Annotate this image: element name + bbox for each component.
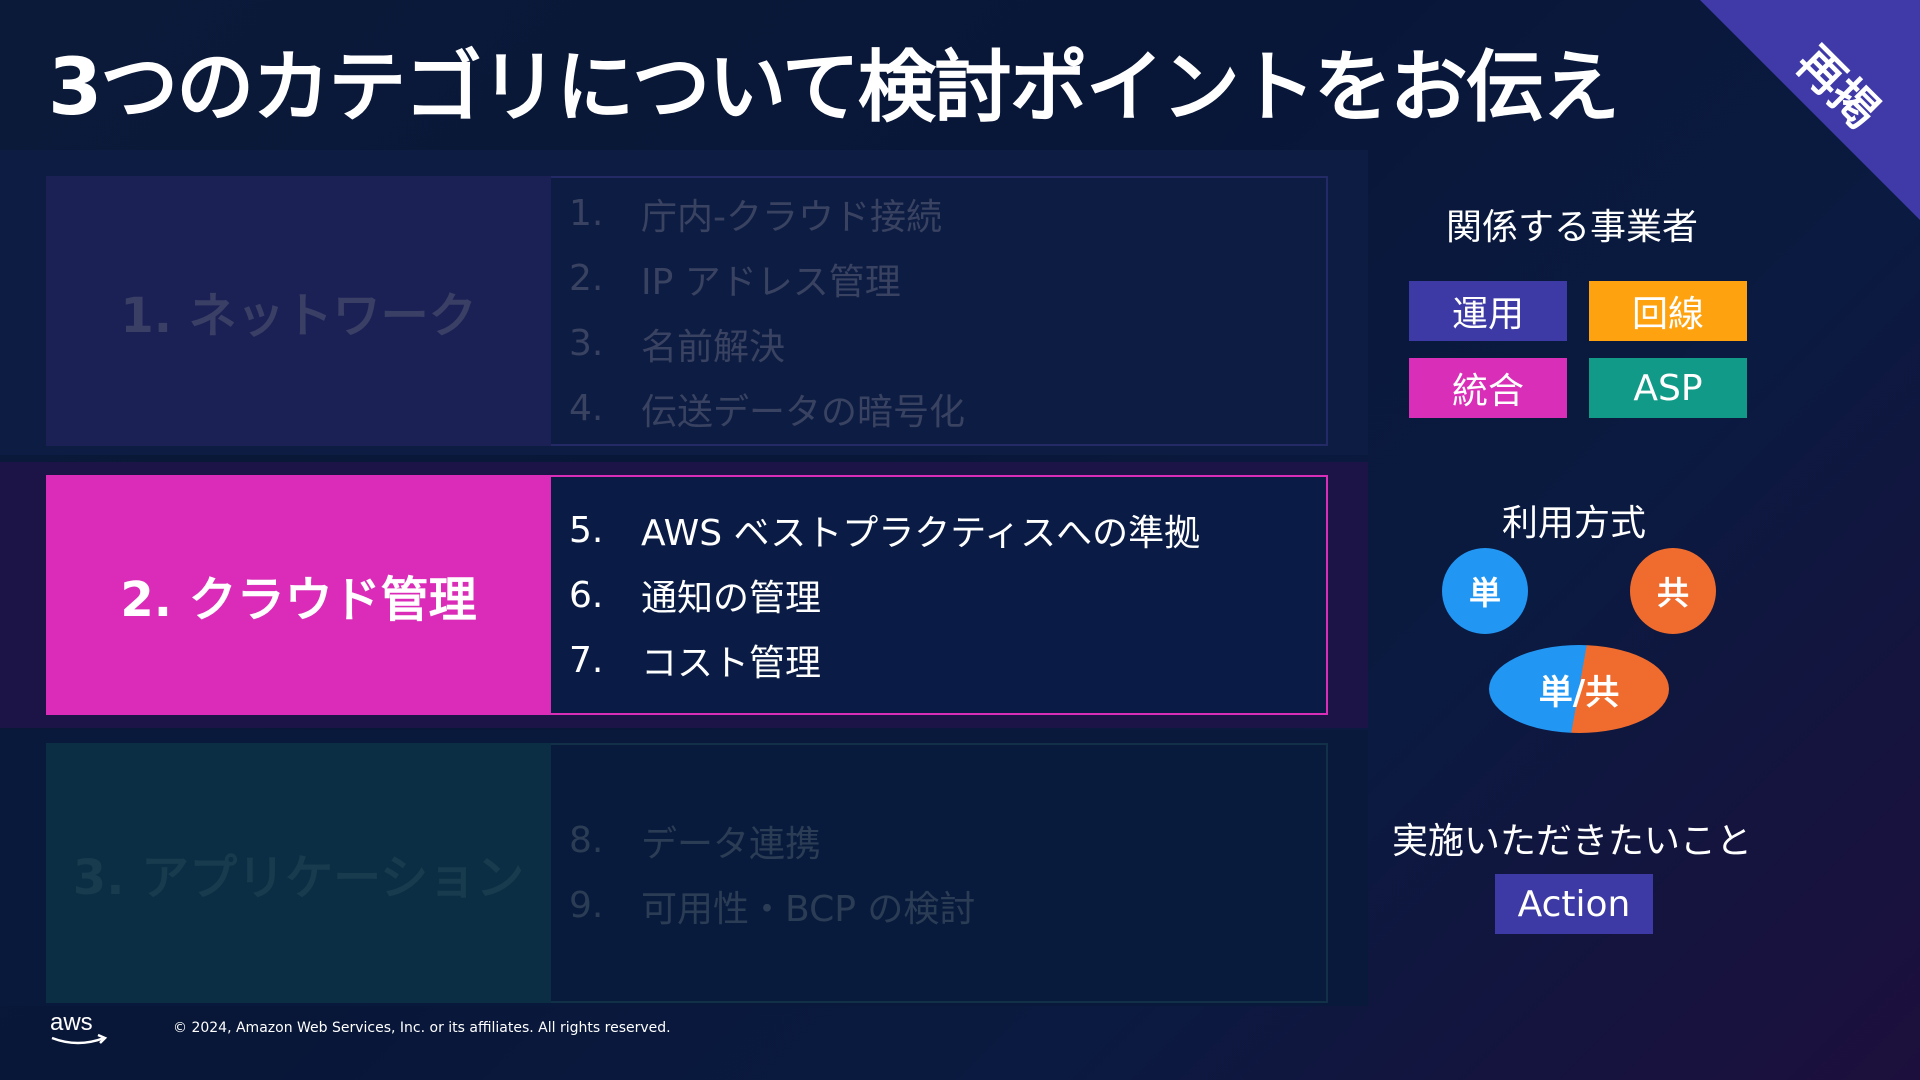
list-item: 5. AWS ベストプラクティスへの準拠	[569, 498, 1326, 563]
item-number: 9.	[569, 885, 604, 926]
category-label: 2. クラウド管理	[46, 475, 551, 715]
slide-title: 3つのカテゴリについて検討ポイントをお伝え	[48, 43, 1620, 133]
operator-tag-asp: ASP	[1589, 358, 1747, 418]
item-number: 4.	[569, 388, 604, 429]
item-text: 可用性・BCP の検討	[641, 888, 976, 930]
item-text: AWS ベストプラクティスへの準拠	[641, 513, 1201, 554]
category-items: 8. データ連携 9. 可用性・BCP の検討	[551, 743, 1328, 1003]
usage-both-icon: 単/共	[1489, 645, 1669, 733]
list-item: 3. 名前解決	[569, 311, 1326, 376]
category-application: 3. アプリケーション 8. データ連携 9. 可用性・BCP の検討	[46, 743, 1328, 1003]
usage-shared-icon: 共	[1630, 548, 1716, 634]
list-item: 8. データ連携	[569, 808, 1326, 873]
category-items: 1. 庁内-クラウド接続 2. IP アドレス管理 3. 名前解決 4. 伝送データの暗…	[551, 176, 1328, 446]
aws-logo-icon: aws	[48, 1008, 108, 1048]
operators-heading: 関係する事業者	[1446, 207, 1699, 248]
list-item: 6. 通知の管理	[569, 563, 1326, 628]
item-text: 庁内-クラウド接続	[641, 196, 942, 238]
list-item: 9. 可用性・BCP の検討	[569, 873, 1326, 938]
aws-logo-text: aws	[50, 1009, 93, 1036]
item-number: 6.	[569, 574, 604, 616]
operator-tag-operations: 運用	[1409, 281, 1567, 341]
item-number: 8.	[569, 820, 604, 861]
list-item: 1. 庁内-クラウド接続	[569, 181, 1326, 246]
item-text: データ連携	[641, 823, 822, 865]
list-item: 7. コスト管理	[569, 628, 1326, 693]
usage-single-icon: 単	[1442, 548, 1528, 634]
item-number: 1.	[569, 193, 604, 234]
item-text: IP アドレス管理	[641, 261, 901, 303]
item-number: 2.	[569, 258, 604, 299]
item-text: 伝送データの暗号化	[641, 391, 966, 433]
item-number: 7.	[569, 639, 604, 681]
copyright-text: © 2024, Amazon Web Services, Inc. or its…	[173, 1020, 671, 1036]
category-label: 1. ネットワーク	[46, 176, 551, 446]
list-item: 4. 伝送データの暗号化	[569, 376, 1326, 441]
item-text: 通知の管理	[641, 578, 822, 619]
category-network: 1. ネットワーク 1. 庁内-クラウド接続 2. IP アドレス管理 3. 名前解決…	[46, 176, 1328, 446]
item-number: 5.	[569, 509, 604, 551]
action-tag: Action	[1495, 874, 1653, 934]
usage-heading: 利用方式	[1502, 503, 1647, 544]
category-label: 3. アプリケーション	[46, 743, 551, 1003]
category-items: 5. AWS ベストプラクティスへの準拠 6. 通知の管理 7. コスト管理	[551, 475, 1328, 715]
item-text: コスト管理	[641, 643, 822, 684]
item-number: 3.	[569, 323, 604, 364]
action-heading: 実施いただきたいこと	[1392, 821, 1753, 862]
category-cloud-management: 2. クラウド管理 5. AWS ベストプラクティスへの準拠 6. 通知の管理 7.…	[46, 475, 1328, 715]
list-item: 2. IP アドレス管理	[569, 246, 1326, 311]
operator-tag-integration: 統合	[1409, 358, 1567, 418]
operator-tag-line: 回線	[1589, 281, 1747, 341]
item-text: 名前解決	[641, 326, 786, 368]
